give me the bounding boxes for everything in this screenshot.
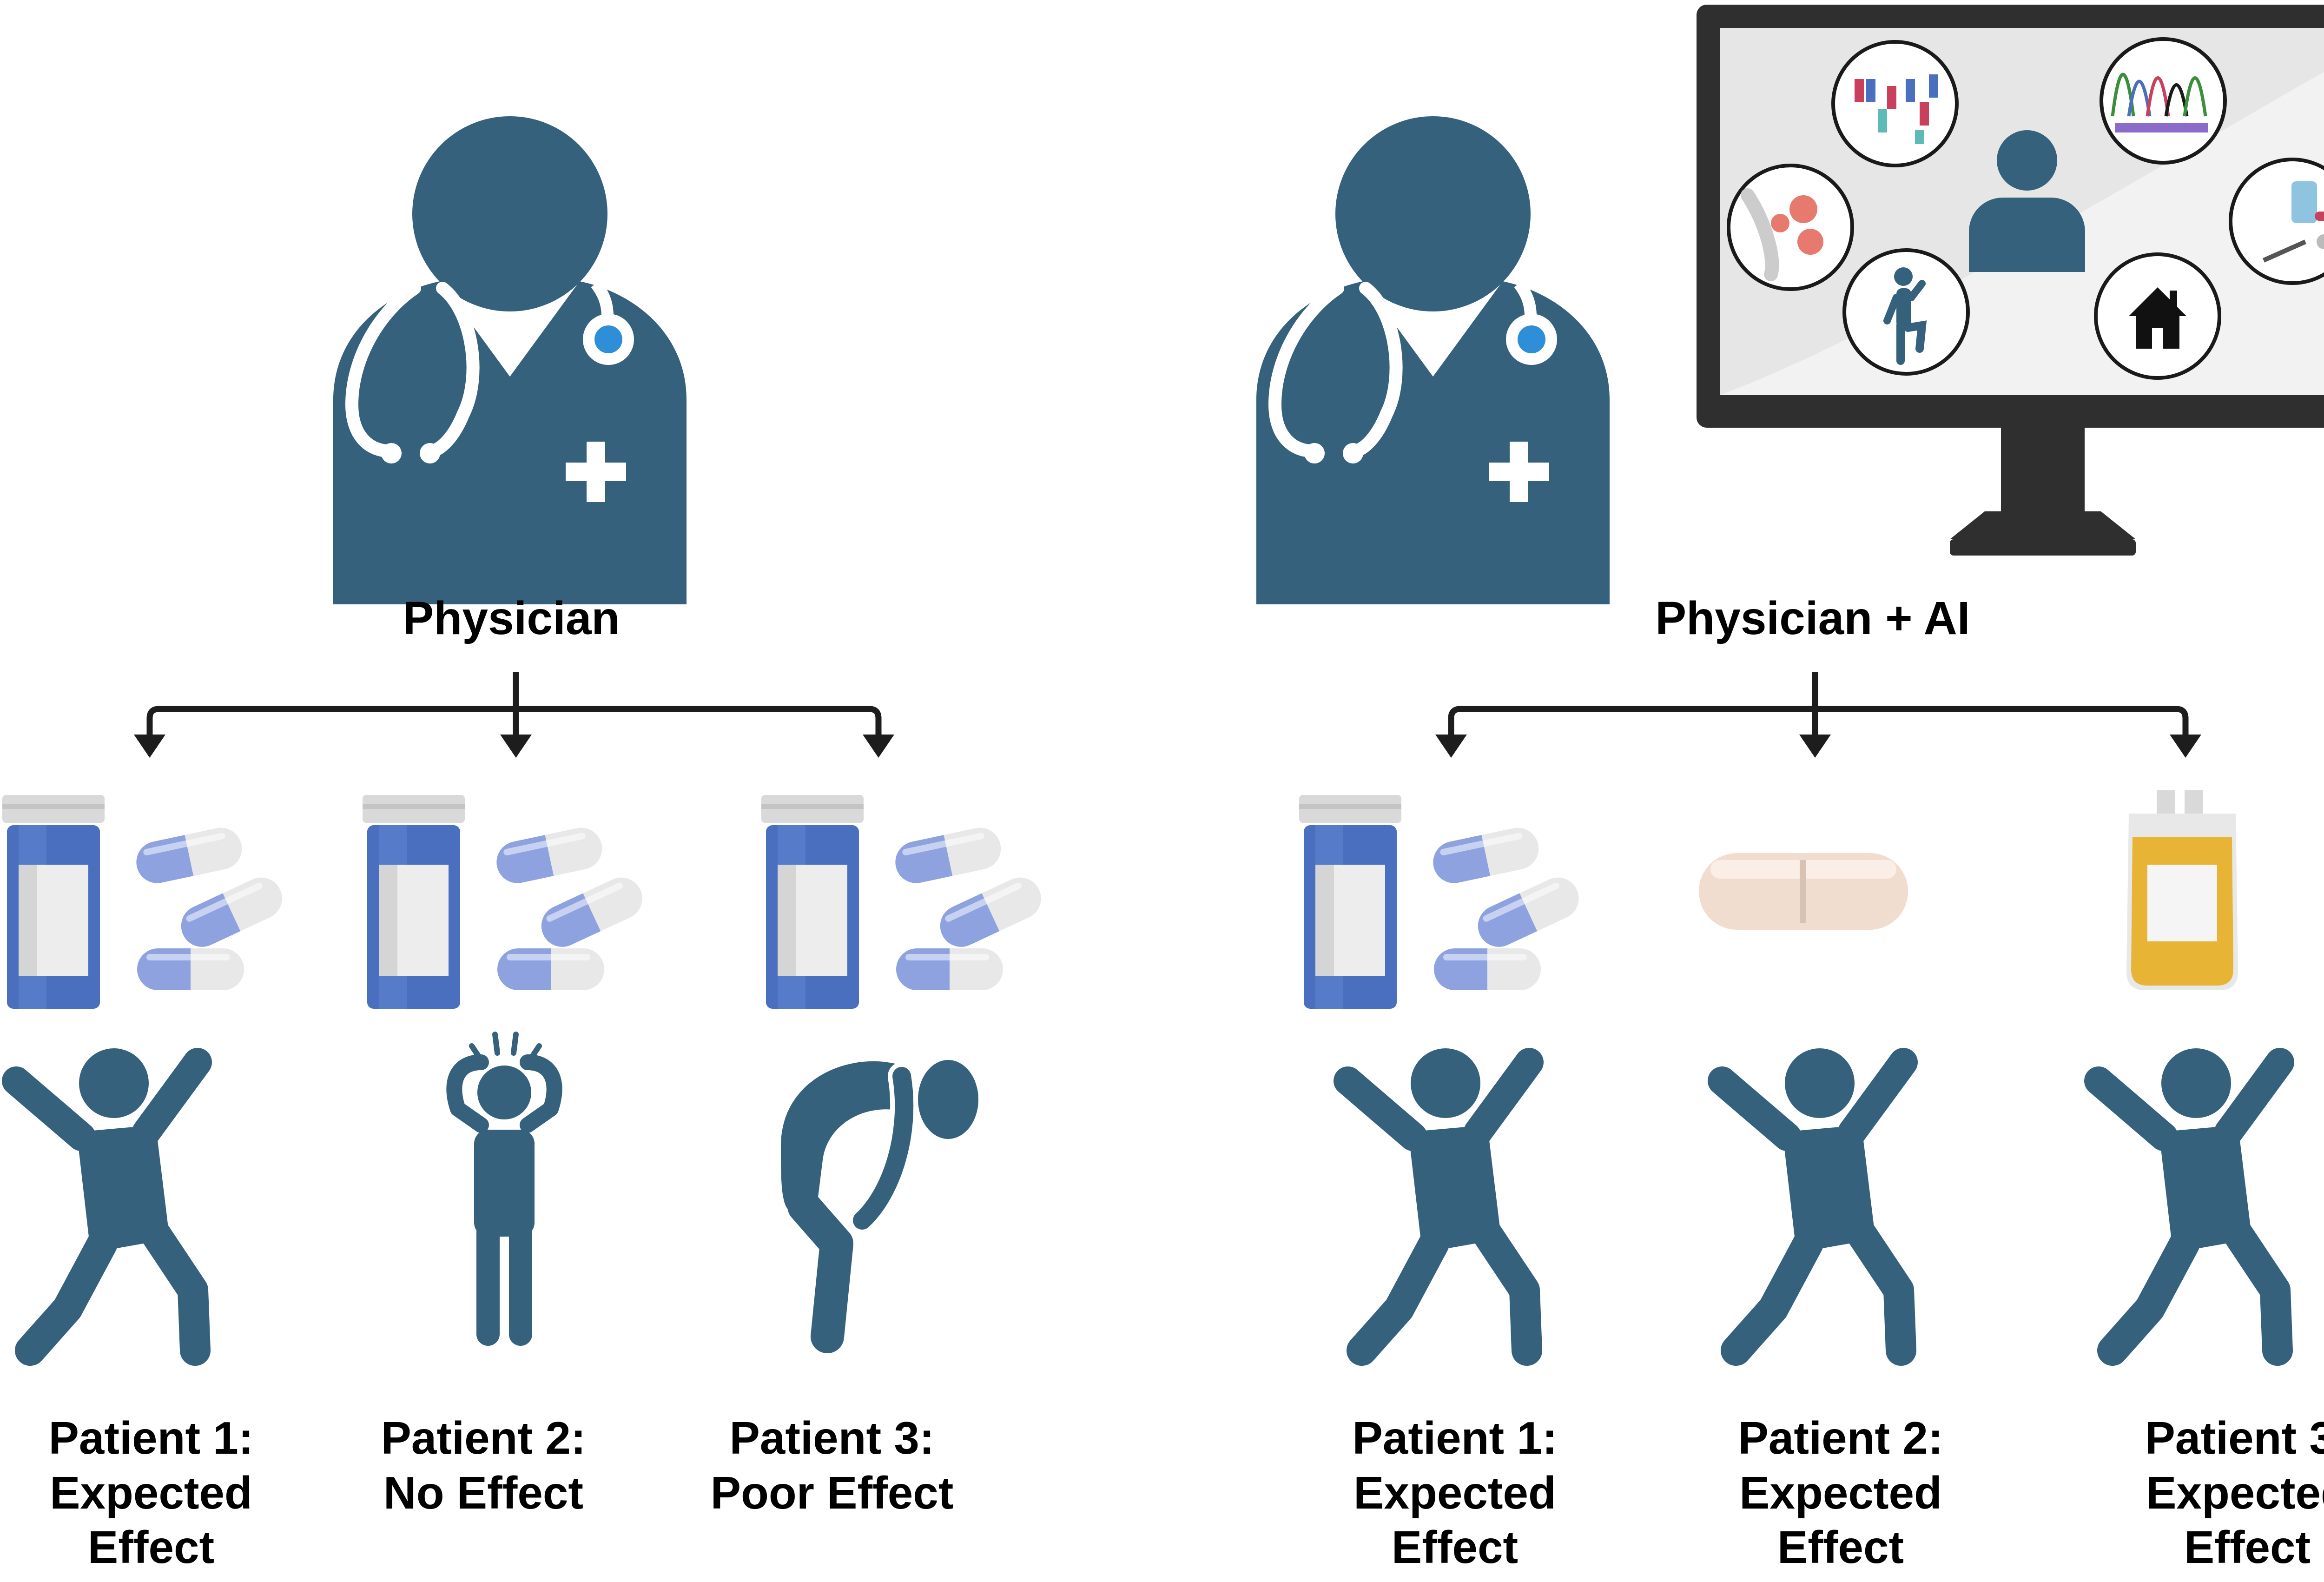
patient-name: Patient 1:	[48, 1412, 254, 1463]
happy-person-icon	[16, 1048, 198, 1350]
panel-title-right: Physician + AI	[1655, 592, 1970, 644]
pill-bottle-icon	[1299, 795, 1401, 1009]
patient-name: Patient 3:	[2145, 1412, 2324, 1463]
capsules-icon	[891, 824, 1048, 990]
patient-outcome: Effect	[1391, 1522, 1519, 1573]
patient-label: Patient 3: Poor Effect	[711, 1411, 954, 1520]
cells-icon	[1727, 164, 1854, 291]
capsules-icon	[493, 824, 649, 990]
patient-outcome: No Effect	[383, 1467, 584, 1518]
patient-outcome: Effect	[87, 1522, 215, 1573]
capsules-icon	[1429, 824, 1585, 990]
arrow-heads-right	[1435, 735, 2201, 758]
branch-arrows-left	[146, 672, 882, 744]
pill-bottle-icon	[761, 795, 864, 1009]
arrow-heads-left	[134, 735, 894, 758]
patient-outcome: Poor Effect	[710, 1467, 954, 1518]
happy-person-icon	[1722, 1048, 1903, 1350]
patient-name: Patient 2:	[1738, 1412, 1943, 1463]
pill-bottle-icon	[363, 795, 465, 1009]
capsules-icon	[132, 824, 289, 990]
happy-person-icon	[1348, 1048, 1529, 1350]
doctor-icon-right	[1256, 116, 1610, 604]
user-icon	[1969, 130, 2085, 272]
patient-outcome: Expected	[1739, 1467, 1942, 1518]
tablet-icon	[1699, 853, 1908, 930]
patient-outcome: Effect	[1777, 1522, 1904, 1573]
iv-bag-icon	[2126, 790, 2238, 990]
sick-person-icon	[781, 1060, 978, 1337]
panel-title-left: Physician	[403, 592, 620, 644]
patient-outcome: Expected	[1353, 1467, 1556, 1518]
stressed-person-icon	[454, 1034, 554, 1346]
pill-bottle-icon	[2, 795, 105, 1009]
patient-label: Patient 2: No Effect	[381, 1411, 586, 1520]
patient-outcome: Expected	[50, 1467, 252, 1518]
patient-label: Patient 2: Expected Effect	[1738, 1411, 1943, 1575]
doctor-icon-left	[333, 116, 687, 604]
patient-name: Patient 2:	[381, 1412, 586, 1463]
patient-label: Patient 3: Expected Effect	[2145, 1411, 2324, 1575]
happy-person-icon	[2099, 1048, 2280, 1350]
patient-outcome: Expected	[2146, 1467, 2324, 1518]
patient-label: Patient 1: Expected Effect	[48, 1411, 253, 1575]
branch-arrows-right	[1448, 672, 2189, 744]
patient-outcome: Effect	[2184, 1522, 2311, 1573]
patient-label: Patient 1: Expected Effect	[1352, 1411, 1557, 1575]
dna-sequence-icon	[2100, 37, 2227, 165]
patient-name: Patient 1:	[1352, 1412, 1558, 1463]
patient-name: Patient 3:	[729, 1412, 935, 1463]
monitor-icon	[1697, 5, 2324, 556]
